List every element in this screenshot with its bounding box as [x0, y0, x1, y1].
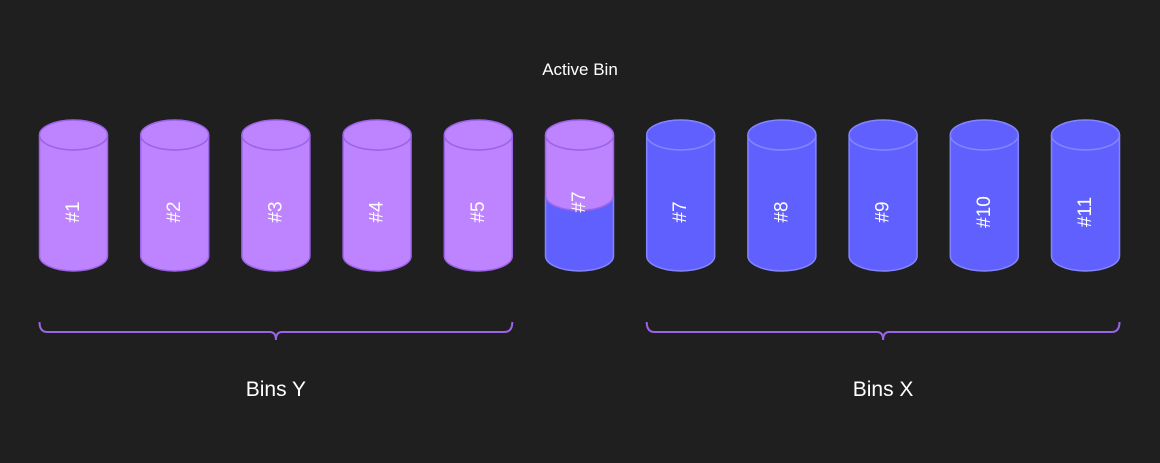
bin-y-0: #1 — [38, 119, 109, 272]
bin-groups: Bins Y Bins X — [38, 321, 1121, 401]
bin-label: #4 — [367, 201, 388, 223]
bin-label: #3 — [265, 201, 286, 222]
bin-group-1: Bins X — [645, 321, 1121, 401]
group-label: Bins Y — [246, 378, 306, 401]
bin-top — [443, 119, 514, 151]
bin-top — [139, 119, 210, 151]
bin-label: #11 — [1075, 197, 1096, 227]
bin-x-8: #9 — [848, 119, 918, 272]
bin-top — [949, 119, 1020, 151]
bin-y-4: #5 — [443, 119, 514, 272]
active-bin-top — [544, 119, 615, 151]
bin-top — [1050, 119, 1121, 151]
bin-top — [38, 119, 109, 151]
bin-label: #8 — [771, 201, 792, 222]
bin-x-6: #7 — [645, 119, 716, 272]
bins-row: #1 #2 #3 #4 #5 #7 #7 #8 #9 #10 #11 — [38, 119, 1121, 272]
bin-x-9: #10 — [949, 119, 1020, 272]
group-label: Bins X — [853, 378, 914, 401]
bin-label: #5 — [468, 201, 489, 222]
bin-top — [848, 119, 918, 151]
bin-y-2: #3 — [241, 119, 311, 272]
bin-label: #9 — [873, 201, 894, 222]
bin-label: #7 — [670, 201, 691, 222]
bin-active-5: #7 — [544, 119, 615, 272]
bin-label: #7 — [569, 191, 590, 212]
bin-group-0: Bins Y — [38, 321, 514, 401]
bin-x-10: #11 — [1050, 119, 1121, 272]
bin-top — [747, 119, 817, 151]
group-brace — [38, 321, 514, 341]
bin-y-3: #4 — [342, 119, 412, 272]
bin-top — [342, 119, 412, 151]
bin-y-1: #2 — [139, 119, 210, 272]
active-bin-label: Active Bin — [542, 60, 618, 79]
bin-top — [241, 119, 311, 151]
bin-x-7: #8 — [747, 119, 817, 272]
group-brace — [645, 321, 1121, 341]
bin-label: #1 — [63, 201, 84, 222]
bin-label: #10 — [974, 196, 995, 228]
bin-top — [645, 119, 716, 151]
bin-label: #2 — [164, 201, 185, 222]
